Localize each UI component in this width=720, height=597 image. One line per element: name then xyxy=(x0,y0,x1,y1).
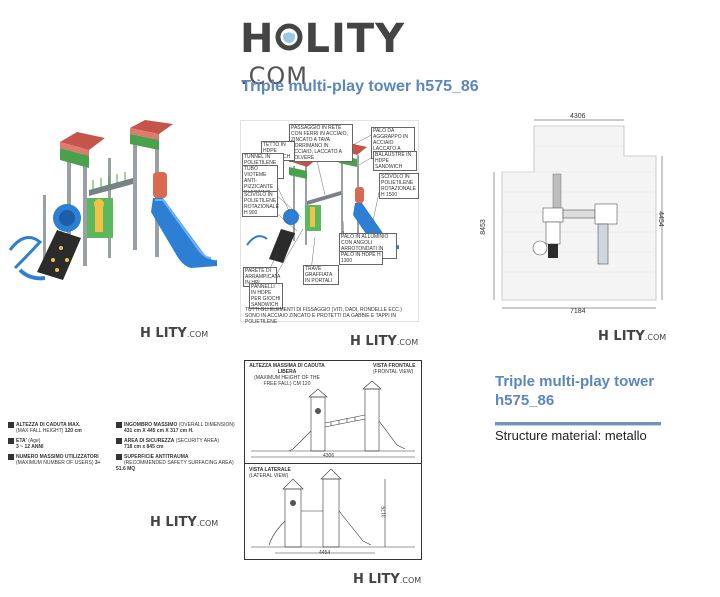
small-logo-4[interactable]: H LITY.COM xyxy=(150,515,218,530)
elev-dim-front: 4306 xyxy=(323,453,335,459)
tech-label-13: TRAVE GRAFFIATA IN PORTALI xyxy=(303,265,339,285)
safety-area-plan[interactable]: 4306 7184 8453 4454 xyxy=(480,112,668,317)
technical-drawing-panel[interactable]: PASSAGGIO IN RETE CON FERRI IN ACCIAIO, … xyxy=(240,120,419,325)
small-logo-domain: .COM xyxy=(644,333,667,342)
structure-material: Structure material: metallo xyxy=(495,428,647,443)
tech-label-10: PALO IN HDPE H 1300 xyxy=(339,251,383,265)
spec-table: ALTEZZA DI CADUTA MAX. (MAX FALL HEIGHT)… xyxy=(8,422,238,482)
spec-size: INGOMBRO MASSIMO (OVERALL DIMENSION) 431… xyxy=(116,422,235,434)
small-logo-text: H LITY xyxy=(350,334,397,349)
tech-label-5: SCIVOLO IN POLIETILENE ROTAZIONALE H 900 xyxy=(242,191,279,217)
product-render-image[interactable] xyxy=(5,120,225,285)
tech-label-1: PASSAGGIO IN RETE CON FERRI IN ACCIAIO, … xyxy=(289,124,353,162)
product-title: Triple multi-play tower h575_86 xyxy=(495,373,655,409)
small-logo-3[interactable]: H LITY.COM xyxy=(598,329,666,344)
plan-dim-left: 8453 xyxy=(479,219,487,235)
child-icon xyxy=(8,438,14,444)
spec-area: AREA DI SICUREZZA (SECURITY AREA) 718 cm… xyxy=(116,438,219,450)
fall-height-icon xyxy=(8,422,14,428)
tech-label-8: SCIVOLO IN POLIETILENE ROTAZIONALE H 150… xyxy=(379,173,419,199)
small-logo-5[interactable]: H LITY.COM xyxy=(353,572,421,587)
dimension-icon xyxy=(116,422,122,428)
surface-icon xyxy=(116,454,122,460)
elev-dim-side: 4454 xyxy=(319,550,331,556)
small-logo-text: H LITY xyxy=(353,572,400,587)
elevation-drawing-panel[interactable]: ALTEZZA MASSIMA DI CADUTA LIBERA(MAXIMUM… xyxy=(244,360,422,560)
small-logo-text: H LITY xyxy=(598,329,645,344)
logo-letters-lity: LITY xyxy=(304,16,406,62)
elev-fall-title: ALTEZZA MASSIMA DI CADUTA LIBERA(MAXIMUM… xyxy=(249,363,325,387)
elev-dim-height: 3175 xyxy=(381,506,388,518)
small-logo-1[interactable]: H LITY.COM xyxy=(140,326,208,341)
elevation-lines xyxy=(251,380,415,554)
tech-label-7: BALAUSTRE IN HDPE SANDWICH xyxy=(373,151,417,171)
small-logo-text: H LITY xyxy=(140,326,187,341)
tech-label-12: PANNELLI IN HDPE PER GIOCHI SANDWICH xyxy=(249,283,283,309)
title-underline xyxy=(495,422,661,425)
logo-domain: .COM xyxy=(240,62,308,90)
small-logo-text: H LITY xyxy=(150,515,197,530)
small-logo-domain: .COM xyxy=(196,519,219,528)
users-icon xyxy=(8,454,14,460)
small-logo-domain: .COM xyxy=(186,330,209,339)
small-logo-domain: .COM xyxy=(399,576,422,585)
small-logo-domain: .COM xyxy=(396,338,419,347)
elev-side-label: VISTA LATERALE(LATERAL VIEW) xyxy=(249,467,291,479)
elev-front-label: VISTA FRONTALE(FRONTAL VIEW) xyxy=(373,363,416,375)
elev-divider xyxy=(245,463,421,464)
spec-surface: SUPERFICIE ANTITRAUMA (RECOMMENDED SAFET… xyxy=(116,454,234,472)
site-logo[interactable]: H LITY .COM xyxy=(240,16,485,90)
page-title: Triple multi-play tower h575_86 xyxy=(241,78,479,95)
spec-age: ETA' (Age) 3 ~ 12 ANNI xyxy=(8,438,43,450)
logo-letter-h: H xyxy=(240,16,275,62)
plan-dim-right: 4454 xyxy=(656,211,664,227)
title-underline-thin xyxy=(495,425,661,426)
small-logo-2[interactable]: H LITY.COM xyxy=(350,334,418,349)
plan-dim-bottom: 7184 xyxy=(570,308,586,315)
tech-footer-note: TUTTI GLI ELEMENTI DI FISSAGGIO (VITI, D… xyxy=(245,307,402,325)
logo-o-lens-icon xyxy=(274,16,304,51)
spec-users: NUMERO MASSIMO UTILIZZATORI (MAXIMUM NUM… xyxy=(8,454,101,466)
plan-dim-top: 4306 xyxy=(570,113,586,120)
spec-fall: ALTEZZA DI CADUTA MAX. (MAX FALL HEIGHT)… xyxy=(8,422,82,434)
security-area-icon xyxy=(116,438,122,444)
